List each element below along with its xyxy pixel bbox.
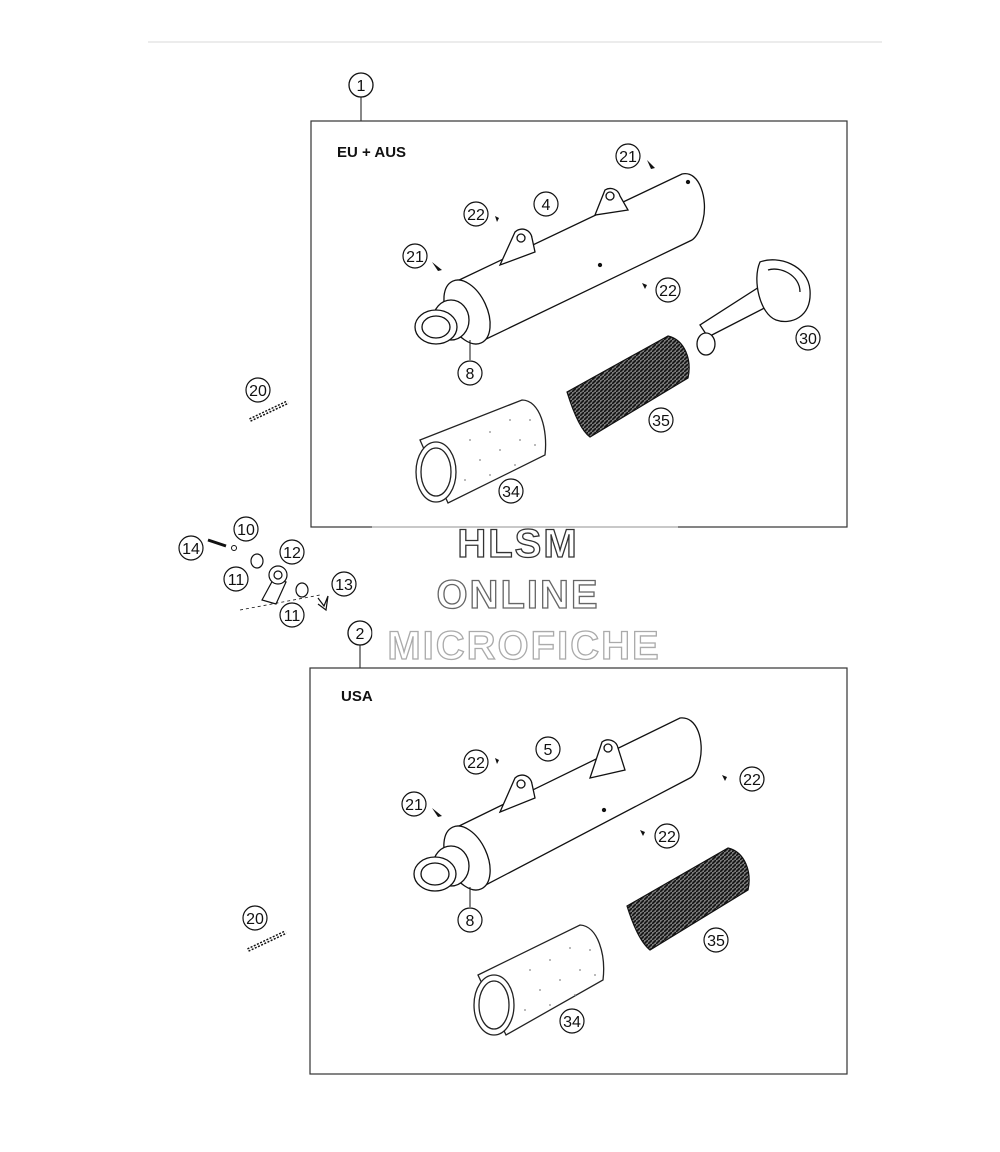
watermark-line3: MICROFICHE <box>387 624 660 668</box>
svg-text:30: 30 <box>799 331 817 348</box>
callout-usa-22-right[interactable]: 22 <box>739 766 765 792</box>
callout-usa-8[interactable]: 8 <box>457 907 483 933</box>
arrow-usa-left <box>432 808 442 817</box>
arrow-eu-left <box>432 262 442 271</box>
grommet-11-a[interactable] <box>250 553 264 569</box>
svg-text:22: 22 <box>743 772 761 789</box>
muffler-usa[interactable] <box>413 717 702 897</box>
screw-eu-mid[interactable] <box>642 283 647 289</box>
svg-text:22: 22 <box>659 283 677 300</box>
callout-14[interactable]: 14 <box>178 535 204 561</box>
spring-top[interactable]: 20 <box>245 377 289 422</box>
svg-text:21: 21 <box>405 797 423 814</box>
svg-text:35: 35 <box>652 413 670 430</box>
muffler-eu[interactable] <box>414 173 706 352</box>
svg-text:11: 11 <box>228 572 245 589</box>
svg-text:1: 1 <box>357 78 366 95</box>
callout-eu-4[interactable]: 4 <box>533 191 559 217</box>
clip-13[interactable] <box>317 595 329 612</box>
svg-text:11: 11 <box>284 608 301 625</box>
svg-text:10: 10 <box>237 522 255 539</box>
callout-eu-30[interactable]: 30 <box>795 325 821 351</box>
svg-text:2: 2 <box>356 626 365 643</box>
callout-usa-21[interactable]: 21 <box>401 791 427 817</box>
screw-eu-top[interactable] <box>495 216 499 222</box>
svg-text:8: 8 <box>466 913 475 930</box>
bolt-14[interactable] <box>207 538 227 548</box>
svg-text:8: 8 <box>466 366 475 383</box>
usa-assembly: 2 USA <box>309 620 848 1075</box>
callout-eu-21-right[interactable]: 21 <box>615 143 641 169</box>
callout-usa-34[interactable]: 34 <box>559 1008 585 1034</box>
washer-10[interactable] <box>231 545 237 551</box>
insert-usa[interactable] <box>473 924 605 1036</box>
assembly-ref-2[interactable]: 2 <box>347 620 373 646</box>
callout-20-top: 20 <box>245 377 271 403</box>
region-label-usa: USA <box>341 688 373 705</box>
usa-box <box>309 667 848 1075</box>
svg-text:13: 13 <box>335 577 353 594</box>
callout-eu-22-mid[interactable]: 22 <box>655 277 681 303</box>
bend-pipe-eu[interactable] <box>696 259 811 356</box>
spring-bottom[interactable]: 20 <box>242 905 287 952</box>
callout-eu-8[interactable]: 8 <box>457 360 483 386</box>
svg-text:34: 34 <box>502 484 520 501</box>
svg-text:4: 4 <box>542 197 551 214</box>
arrow-eu-right <box>647 160 655 169</box>
callout-eu-21-left[interactable]: 21 <box>402 243 428 269</box>
callout-13[interactable]: 13 <box>331 571 357 597</box>
svg-text:21: 21 <box>406 249 424 266</box>
svg-text:14: 14 <box>182 541 200 558</box>
svg-text:20: 20 <box>249 383 267 400</box>
callout-eu-22-top[interactable]: 22 <box>463 201 489 227</box>
bushing-12[interactable] <box>261 565 288 605</box>
callout-10[interactable]: 10 <box>233 516 259 542</box>
svg-text:35: 35 <box>707 933 725 950</box>
assembly-ref-1[interactable]: 1 <box>348 72 374 98</box>
callout-usa-35[interactable]: 35 <box>703 927 729 953</box>
eu-box <box>310 120 848 528</box>
callout-12[interactable]: 12 <box>279 539 305 565</box>
callout-eu-35[interactable]: 35 <box>648 407 674 433</box>
svg-text:22: 22 <box>467 207 485 224</box>
watermark: HLSM ONLINE MICROFICHE <box>372 521 678 669</box>
watermark-line1: HLSM <box>457 522 578 566</box>
callout-11-b[interactable]: 11 <box>279 602 305 628</box>
region-label-eu: EU + AUS <box>337 144 406 161</box>
watermark-line2: ONLINE <box>436 573 599 617</box>
packing-eu[interactable] <box>566 335 690 438</box>
screw-usa-mid[interactable] <box>640 830 645 836</box>
callout-usa-22-mid[interactable]: 22 <box>654 823 680 849</box>
screw-usa-top[interactable] <box>495 758 499 764</box>
callout-usa-22-top[interactable]: 22 <box>463 749 489 775</box>
callout-eu-34[interactable]: 34 <box>498 478 524 504</box>
eu-assembly: 1 EU + AUS <box>310 72 848 528</box>
callout-usa-5[interactable]: 5 <box>535 736 561 762</box>
screw-usa-right[interactable] <box>722 775 727 781</box>
svg-text:20: 20 <box>246 911 264 928</box>
svg-text:12: 12 <box>283 545 301 562</box>
svg-text:22: 22 <box>467 755 485 772</box>
packing-usa[interactable] <box>626 847 750 951</box>
svg-text:5: 5 <box>544 742 553 759</box>
svg-text:22: 22 <box>658 829 676 846</box>
svg-text:34: 34 <box>563 1014 581 1031</box>
svg-text:21: 21 <box>619 149 637 166</box>
callout-11-a[interactable]: 11 <box>223 566 249 592</box>
bracket-assembly: 14 10 11 12 11 13 <box>178 516 357 628</box>
insert-eu[interactable] <box>415 399 547 504</box>
grommet-11-b[interactable] <box>295 582 309 598</box>
callout-20-bottom: 20 <box>242 905 268 931</box>
